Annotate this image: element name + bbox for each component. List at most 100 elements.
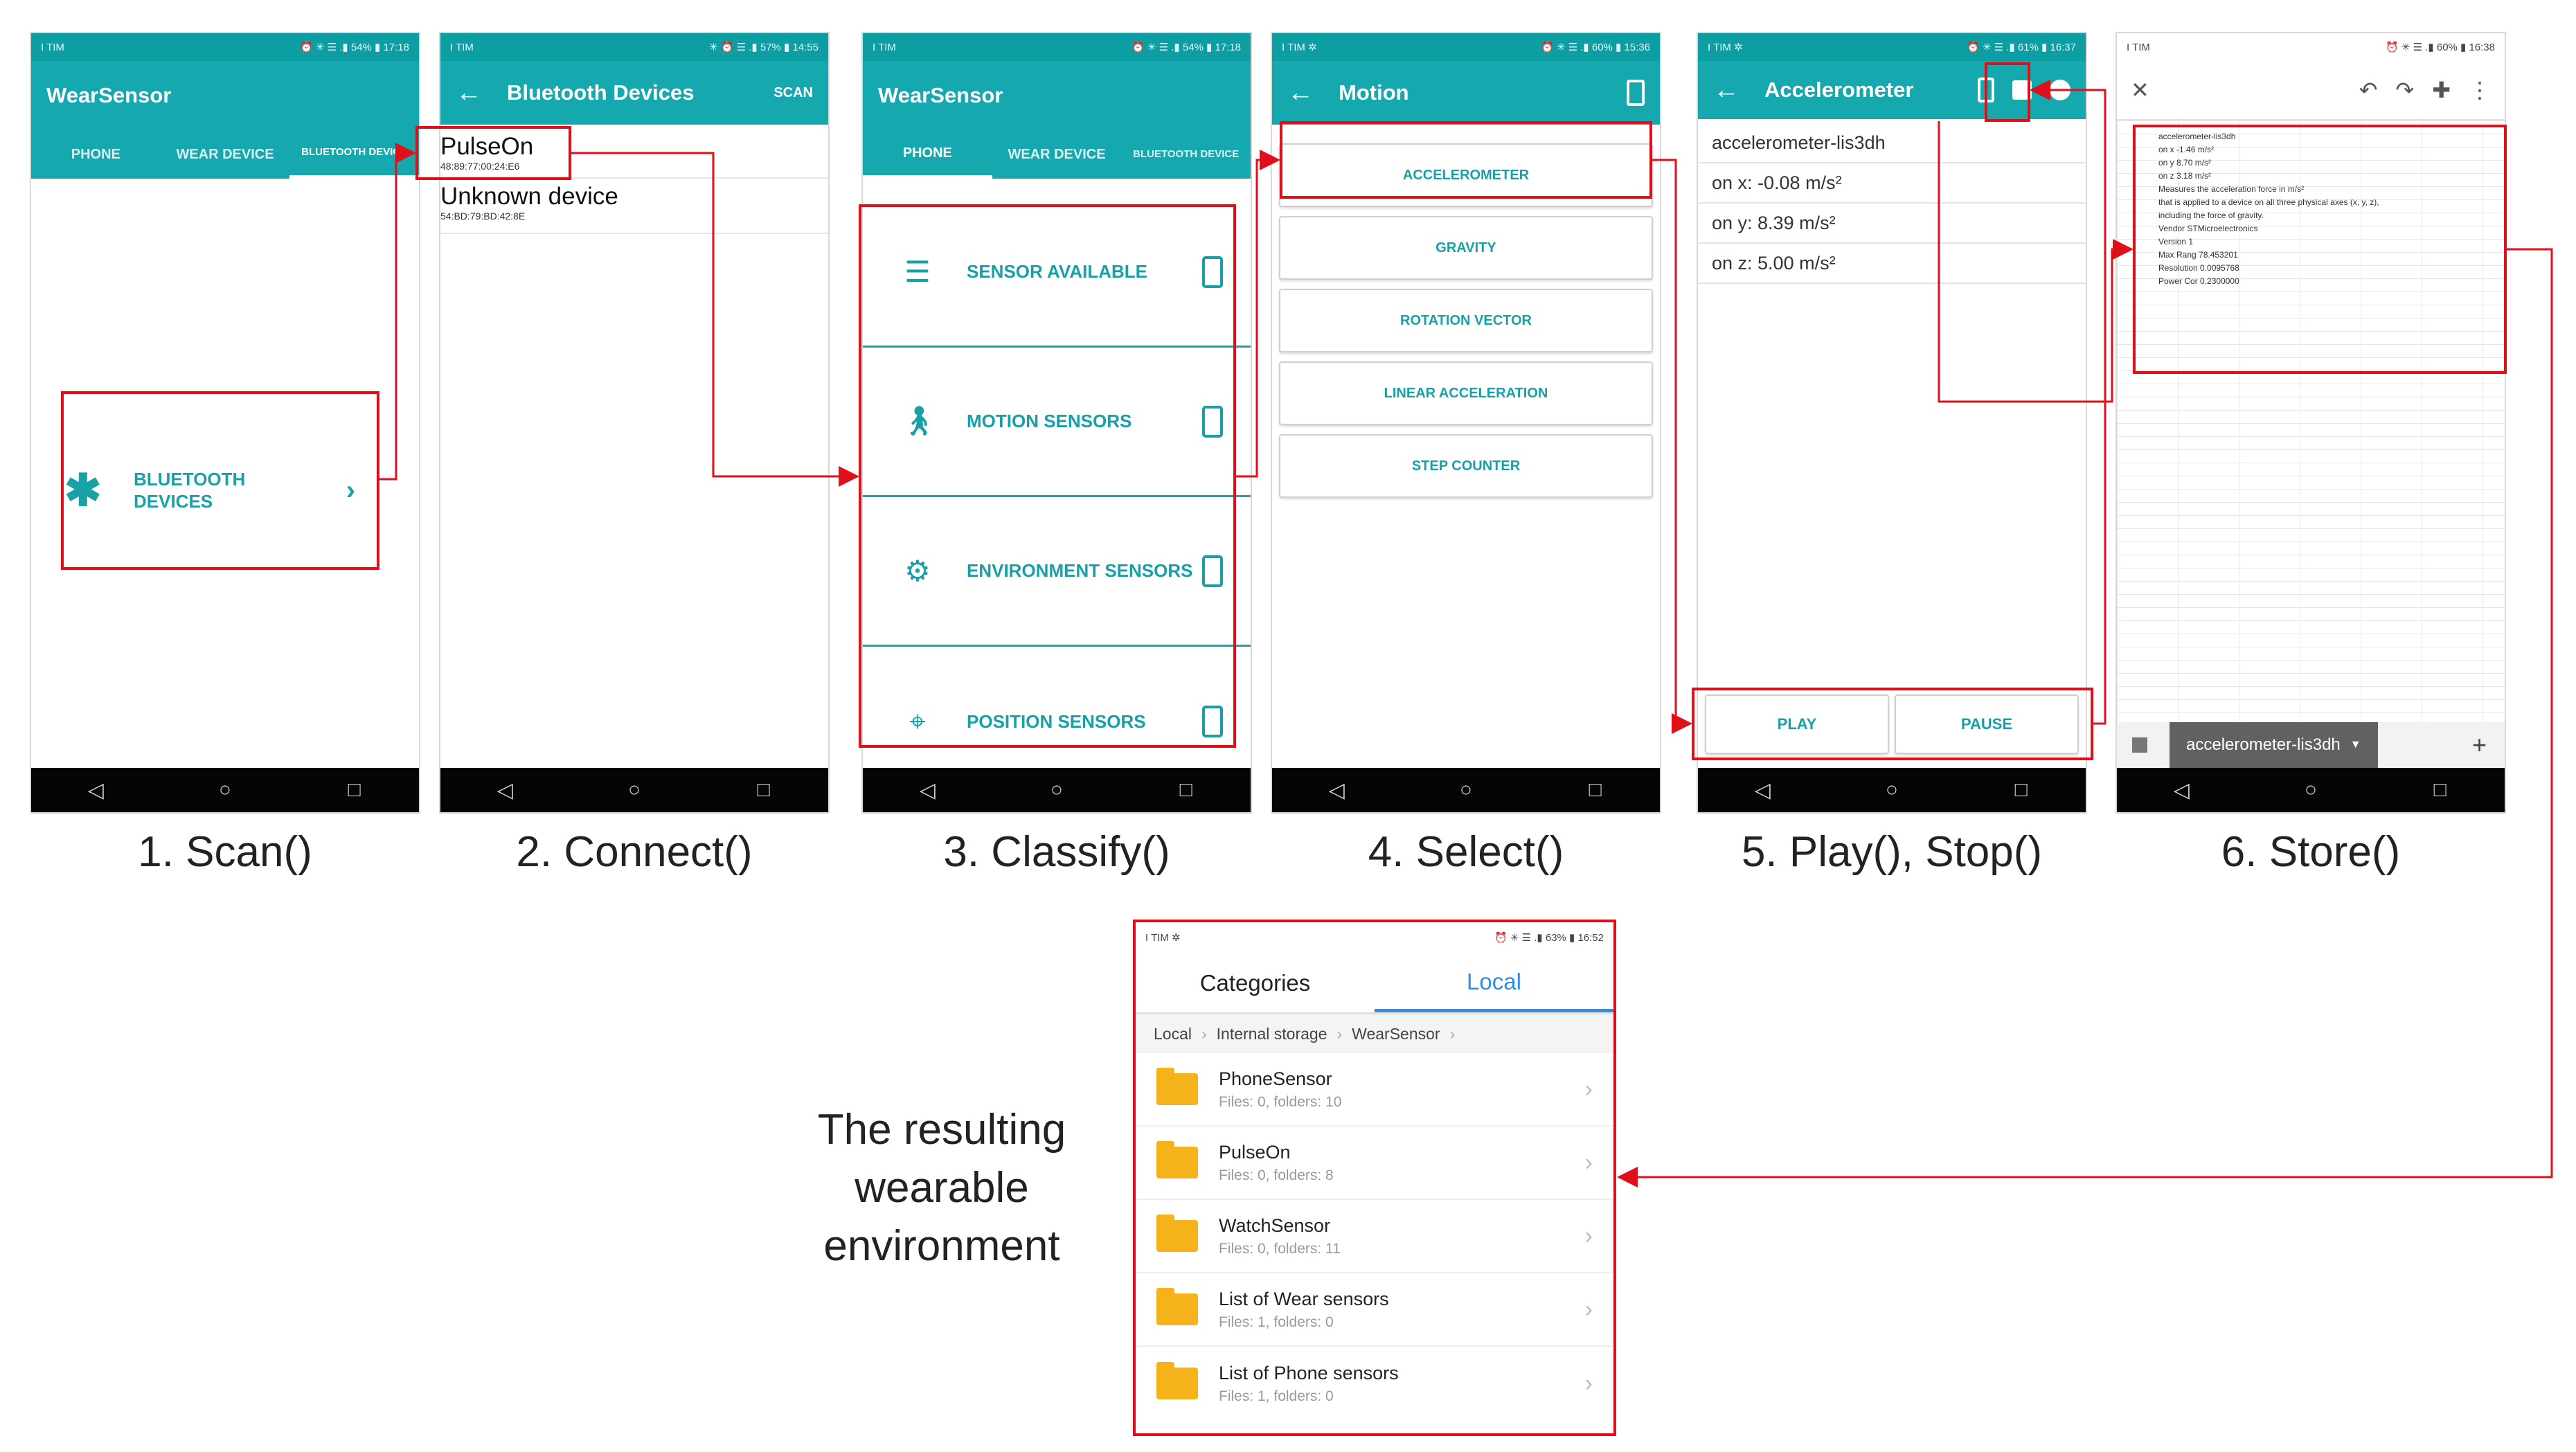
cell[interactable]: on y 8.70 m/s² [2158,158,2212,168]
bluetooth-devices-button[interactable]: ✱ BLUETOOTH DEVICES › [64,449,355,532]
folder-name: List of Phone sensors [1219,1362,1399,1383]
back-arrow-icon[interactable]: ← [1713,75,1739,105]
status-indicators: ✳ ⏰ ☰ .▮ 57% ▮ 14:55 [709,42,819,53]
add-sheet-icon[interactable]: + [2471,731,2487,759]
folder-name: PulseOn [1219,1141,1291,1163]
sheets-list-icon[interactable] [2132,737,2147,753]
list-item[interactable]: List of Phone sensors Files: 1, folders:… [1136,1347,1613,1420]
breadcrumb-item[interactable]: WearSensor [1352,1024,1440,1043]
back-nav-icon[interactable]: ◁ [919,778,936,802]
back-arrow-icon[interactable]: ← [456,78,482,107]
back-nav-icon[interactable]: ◁ [1754,778,1771,802]
accelerometer-readings: accelerometer-lis3dh on x: -0.08 m/s² on… [1698,119,2086,284]
sheet-tab[interactable]: accelerometer-lis3dh ▼ [2170,722,2378,768]
cell[interactable]: Power Cor 0.2300000 [2158,276,2239,286]
list-item[interactable]: List of Wear sensors Files: 1, folders: … [1136,1273,1613,1347]
status-indicators: ⏰ ✳ ☰ .▮ 60% ▮ 15:36 [1541,42,1650,53]
close-icon[interactable]: ✕ [2131,78,2149,102]
cell[interactable]: on z 3.18 m/s² [2158,171,2212,181]
arrow-classify-to-select [1236,150,1280,478]
list-item[interactable]: PulseOn Files: 0, folders: 8 › [1136,1127,1613,1200]
recents-nav-icon[interactable]: □ [1179,778,1192,801]
step-counter-button[interactable]: STEP COUNTER [1279,434,1653,498]
sensor-category-list: ☰ SENSOR AVAILABLE 🚶︎ MOTION SENSORS ⚙ E… [863,179,1251,796]
back-nav-icon[interactable]: ◁ [1328,778,1345,802]
play-button[interactable]: PLAY [1705,694,1889,754]
phone-icon [1202,405,1223,438]
chevron-right-icon: › [346,474,355,505]
caption-play-stop: 5. Play(), Stop() [1741,828,2043,876]
sheet-tab-bar: accelerometer-lis3dh ▼ + [2117,722,2505,768]
recents-nav-icon[interactable]: □ [2014,778,2028,801]
device-item[interactable]: PulseOn 48:89:77:00:24:E6 [440,130,828,179]
cell[interactable]: including the force of gravity. [2158,210,2264,220]
category-position-sensors[interactable]: ⌖ POSITION SENSORS [863,647,1251,796]
recents-nav-icon[interactable]: □ [757,778,770,801]
back-arrow-icon[interactable]: ← [1287,78,1314,107]
pause-button[interactable]: PAUSE [1895,694,2079,754]
back-nav-icon[interactable]: ◁ [497,778,513,802]
list-item[interactable]: PhoneSensor Files: 0, folders: 10 › [1136,1053,1613,1127]
back-nav-icon[interactable]: ◁ [87,778,104,802]
tab-wear-device[interactable]: WEAR DEVICE [1008,147,1106,162]
home-nav-icon[interactable]: ○ [627,778,641,801]
folder-info: Files: 0, folders: 8 [1219,1167,1334,1183]
tab-bluetooth-device[interactable]: BLUETOOTH DEVICE [1133,147,1240,160]
caption-connect: 2. Connect() [516,828,753,876]
cell[interactable]: Resolution 0.0095768 [2158,263,2239,273]
tab-local[interactable]: Local [1375,954,1613,1012]
cell[interactable]: Vendor STMicroelectronics [2158,224,2258,233]
gravity-button[interactable]: GRAVITY [1279,216,1653,280]
home-nav-icon[interactable]: ○ [1885,778,1899,801]
rotation-vector-button[interactable]: ROTATION VECTOR [1279,289,1653,352]
cell[interactable]: that is applied to a device on all three… [2158,197,2379,207]
redo-icon[interactable]: ↷ [2395,78,2415,102]
list-item[interactable]: WatchSensor Files: 0, folders: 11 › [1136,1200,1613,1273]
scan-button[interactable]: SCAN [773,84,813,100]
phone-icon [1627,80,1645,106]
breadcrumb-item[interactable]: Local [1154,1024,1192,1043]
status-carrier: I TIM [873,41,896,53]
status-indicators: ⏰ ✳ ☰ .▮ 61% ▮ 16:37 [1967,42,2076,53]
category-label: SENSOR AVAILABLE [967,261,1147,283]
category-label: ENVIRONMENT SENSORS [967,560,1193,582]
spreadsheet-grid[interactable] [2117,120,2505,722]
arrow-select-to-play [1652,159,1692,734]
recents-nav-icon[interactable]: □ [1589,778,1602,801]
device-mac: 48:89:77:00:24:E6 [440,161,520,172]
home-nav-icon[interactable]: ○ [1050,778,1064,801]
recents-nav-icon[interactable]: □ [348,778,361,801]
home-nav-icon[interactable]: ○ [1459,778,1473,801]
cell[interactable]: Version 1 [2158,237,2194,247]
tab-phone[interactable]: PHONE [863,130,992,179]
tab-categories[interactable]: Categories [1199,970,1311,996]
category-sensor-available[interactable]: ☰ SENSOR AVAILABLE [863,198,1251,348]
highlight-play-pause [1692,688,2093,760]
tab-phone[interactable]: PHONE [71,147,120,162]
target-icon: ⌖ [909,704,926,737]
cell[interactable]: Max Rang 78.453201 [2158,250,2238,260]
tab-wear-device[interactable]: WEAR DEVICE [176,147,274,162]
undo-icon[interactable]: ↶ [2359,78,2378,102]
cell[interactable]: accelerometer-lis3dh [2158,132,2236,141]
breadcrumb-item[interactable]: Internal storage [1216,1024,1327,1043]
cell[interactable]: on x -1.46 m/s² [2158,145,2215,154]
recents-nav-icon[interactable]: □ [2433,778,2447,801]
category-environment-sensors[interactable]: ⚙ ENVIRONMENT SENSORS [863,497,1251,647]
phone-icon [1202,706,1223,737]
category-motion-sensors[interactable]: 🚶︎ MOTION SENSORS [863,348,1251,497]
tab-bluetooth-device[interactable]: BLUETOOTH DEVICE [289,130,419,179]
linear-acceleration-button[interactable]: LINEAR ACCELERATION [1279,361,1653,425]
home-nav-icon[interactable]: ○ [218,778,232,801]
device-mac: 54:BD:79:BD:42:8E [440,210,526,222]
phone-icon [1202,555,1223,587]
home-nav-icon[interactable]: ○ [2304,778,2318,801]
back-nav-icon[interactable]: ◁ [2173,778,2190,802]
caption-scan: 1. Scan() [138,828,312,876]
device-item[interactable]: Unknown device 54:BD:79:BD:42:8E [440,179,828,234]
gear-icon: ⚙ [904,555,931,587]
cell[interactable]: Measures the acceleration force in m/s² [2158,184,2305,194]
add-person-icon[interactable]: ✚ [2432,78,2451,102]
chevron-right-icon: › [1336,1024,1343,1043]
more-options-icon[interactable]: ⋮ [2469,78,2491,102]
